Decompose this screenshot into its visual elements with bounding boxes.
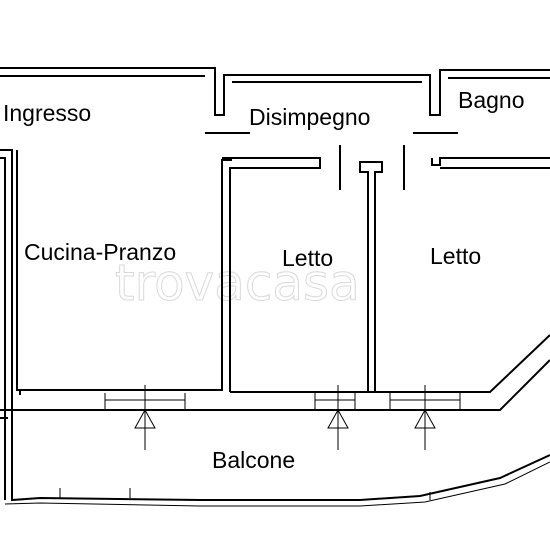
room-label-ingresso: Ingresso (3, 100, 91, 126)
balcony-door-arrow-cucina (134, 385, 156, 450)
outer-wall-top-inner (0, 75, 550, 83)
outer-wall-top (0, 67, 550, 116)
room-label-letto-1: Letto (282, 245, 333, 271)
exterior-wall (0, 359, 550, 419)
watermark: trovacasa (115, 254, 360, 312)
room-label-disimpegno: Disimpegno (249, 104, 370, 130)
bedroom2-bottom-wall (375, 334, 550, 393)
cucina-wall (16, 150, 232, 391)
balcony-wall (11, 418, 550, 502)
bedroom-partition (359, 161, 383, 393)
balcony-rail-posts (59, 488, 431, 500)
room-label-cucina-pranzo: Cucina-Pranzo (24, 239, 176, 265)
window-letto-1 (314, 393, 356, 410)
room-label-letto-2: Letto (430, 243, 481, 269)
corridor-wall-left (222, 157, 321, 392)
corridor-wall-right (431, 157, 550, 169)
room-label-bagno: Bagno (458, 87, 525, 113)
balcony-door-arrow-letto-1 (327, 385, 349, 450)
balcony-door-arrow-letto-2 (414, 385, 436, 450)
balcony-outer-edge (4, 461, 550, 507)
room-label-balcone: Balcone (212, 447, 295, 473)
